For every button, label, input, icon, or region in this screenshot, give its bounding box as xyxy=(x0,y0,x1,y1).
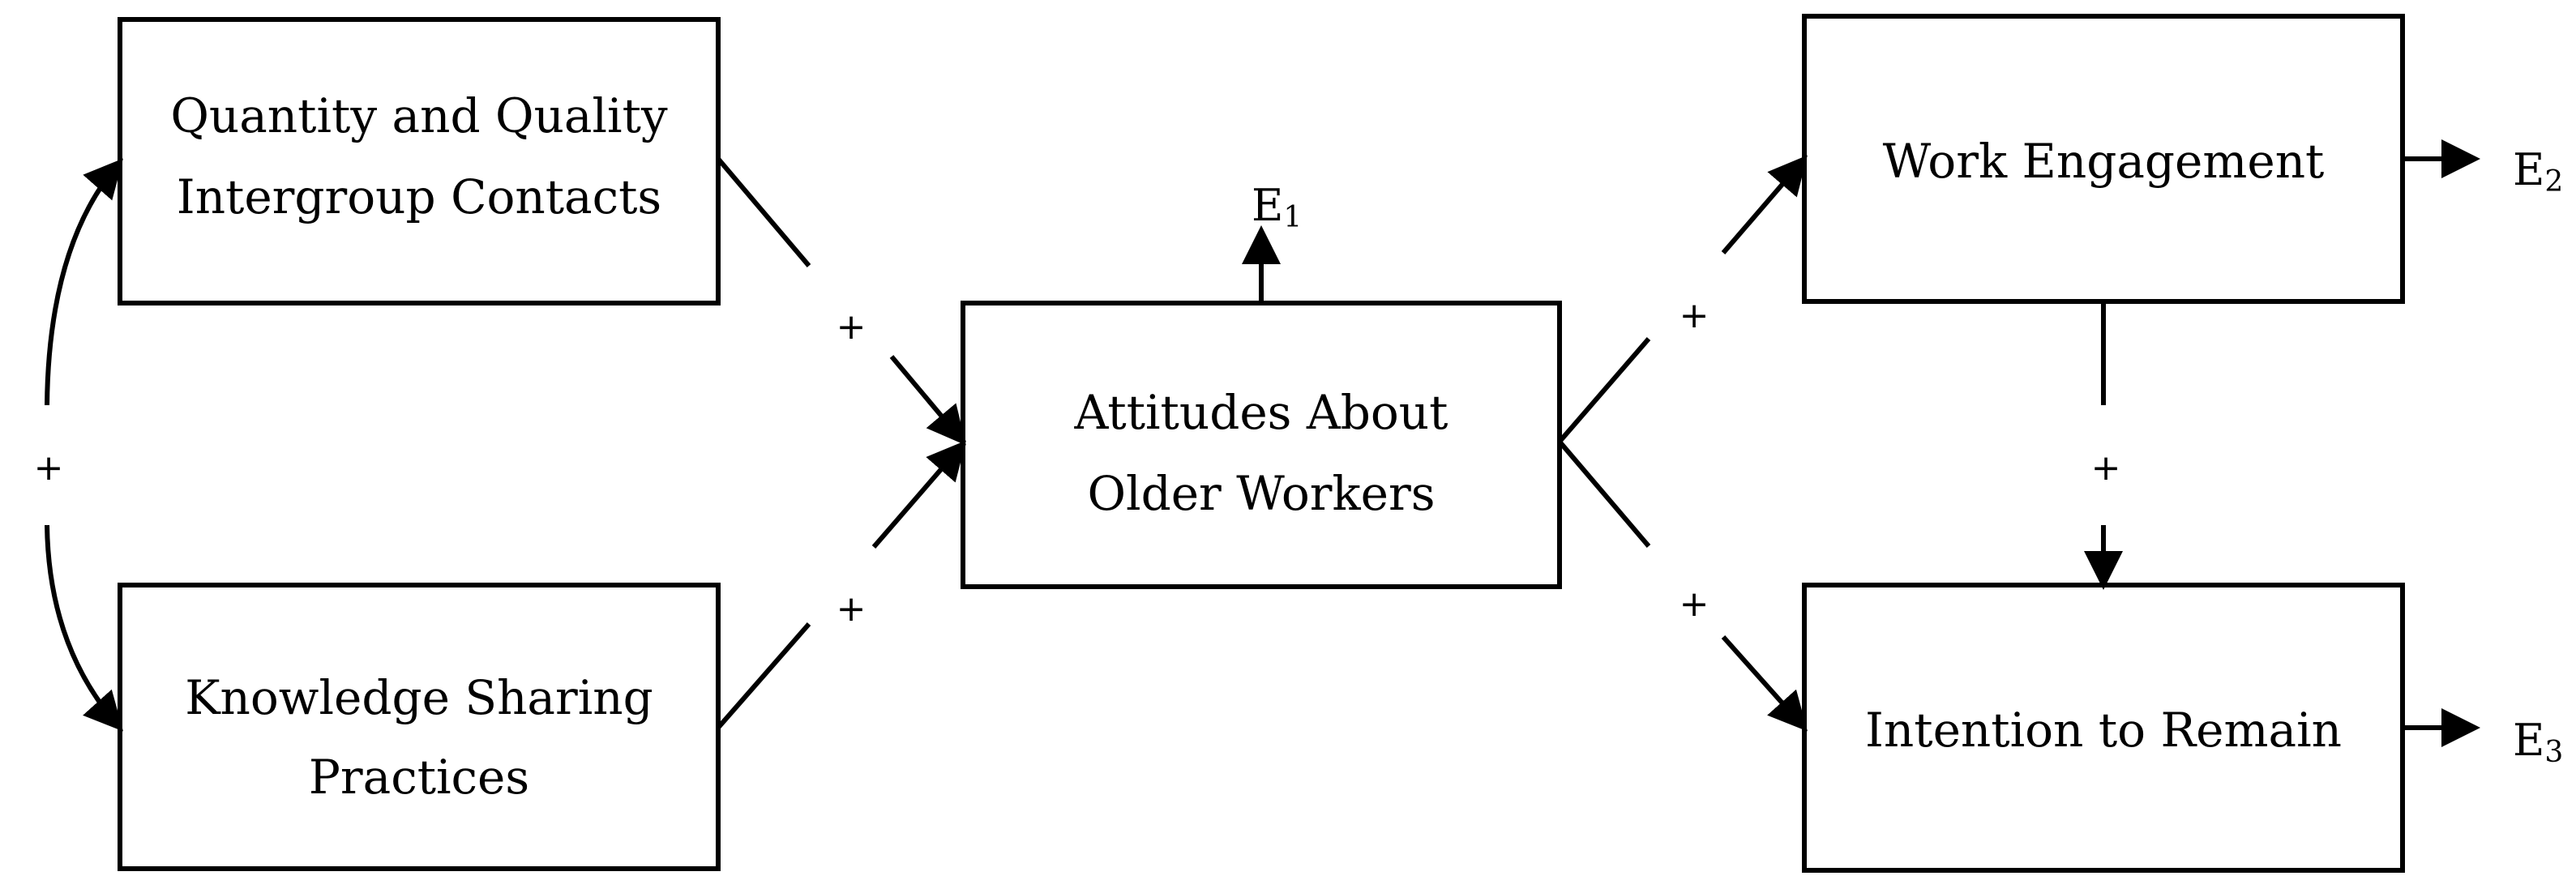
intention-box xyxy=(1802,583,2405,873)
attitudes-intention-segment xyxy=(1557,440,1651,548)
correlation-arrow-lower xyxy=(45,524,124,732)
attitudes-to-engagement-arrow xyxy=(1721,155,1808,254)
intention-label: Intention to Remain xyxy=(1865,703,2342,758)
knowledge-label-line1: Knowledge Sharing xyxy=(185,670,653,725)
correlation-arrow-upper xyxy=(45,158,123,406)
attitudes-to-engagement-sign: + xyxy=(1680,295,1709,336)
e3-label: E3 xyxy=(2513,715,2563,769)
correlation-sign: + xyxy=(34,447,64,489)
contacts-path-segment xyxy=(716,157,811,267)
engagement-label: Work Engagement xyxy=(1883,134,2325,189)
knowledge-box xyxy=(118,583,721,871)
contacts-label-line2: Intergroup Contacts xyxy=(177,169,661,224)
attitudes-label-line1: Attitudes About xyxy=(1074,385,1448,440)
contacts-to-attitudes-arrow xyxy=(889,355,966,446)
contacts-to-attitudes-sign: + xyxy=(837,306,867,348)
attitudes-label-line2: Older Workers xyxy=(1088,466,1436,521)
contacts-label-line1: Quantity and Quality xyxy=(170,88,668,143)
attitudes-to-intention-arrow xyxy=(1721,635,1808,732)
knowledge-path-segment xyxy=(716,622,811,729)
knowledge-label-line2: Practices xyxy=(309,750,529,805)
engagement-to-intention-sign: + xyxy=(2091,447,2121,489)
contacts-box xyxy=(118,17,721,306)
attitudes-to-intention-sign: + xyxy=(1680,583,1709,625)
e2-label: E2 xyxy=(2513,144,2563,199)
e1-label: E1 xyxy=(1252,180,1302,234)
attitudes-engagement-segment xyxy=(1557,337,1651,443)
knowledge-to-attitudes-sign: + xyxy=(837,588,867,630)
knowledge-to-attitudes-arrow xyxy=(871,440,966,549)
engagement-box xyxy=(1802,14,2405,304)
attitudes-box xyxy=(961,301,1562,589)
